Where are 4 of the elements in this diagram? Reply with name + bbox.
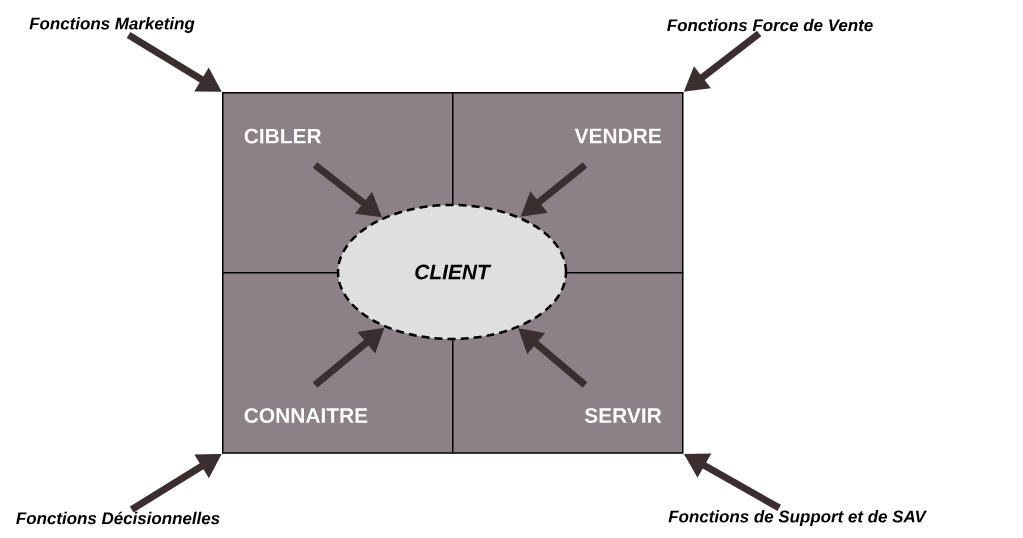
function-label: Fonctions Force de Vente (667, 18, 873, 32)
function-label: Fonctions de Support et de SAV (668, 510, 927, 526)
function-label: Fonctions Marketing (29, 17, 195, 33)
function-label: Fonctions Décisionnelles (16, 511, 220, 525)
